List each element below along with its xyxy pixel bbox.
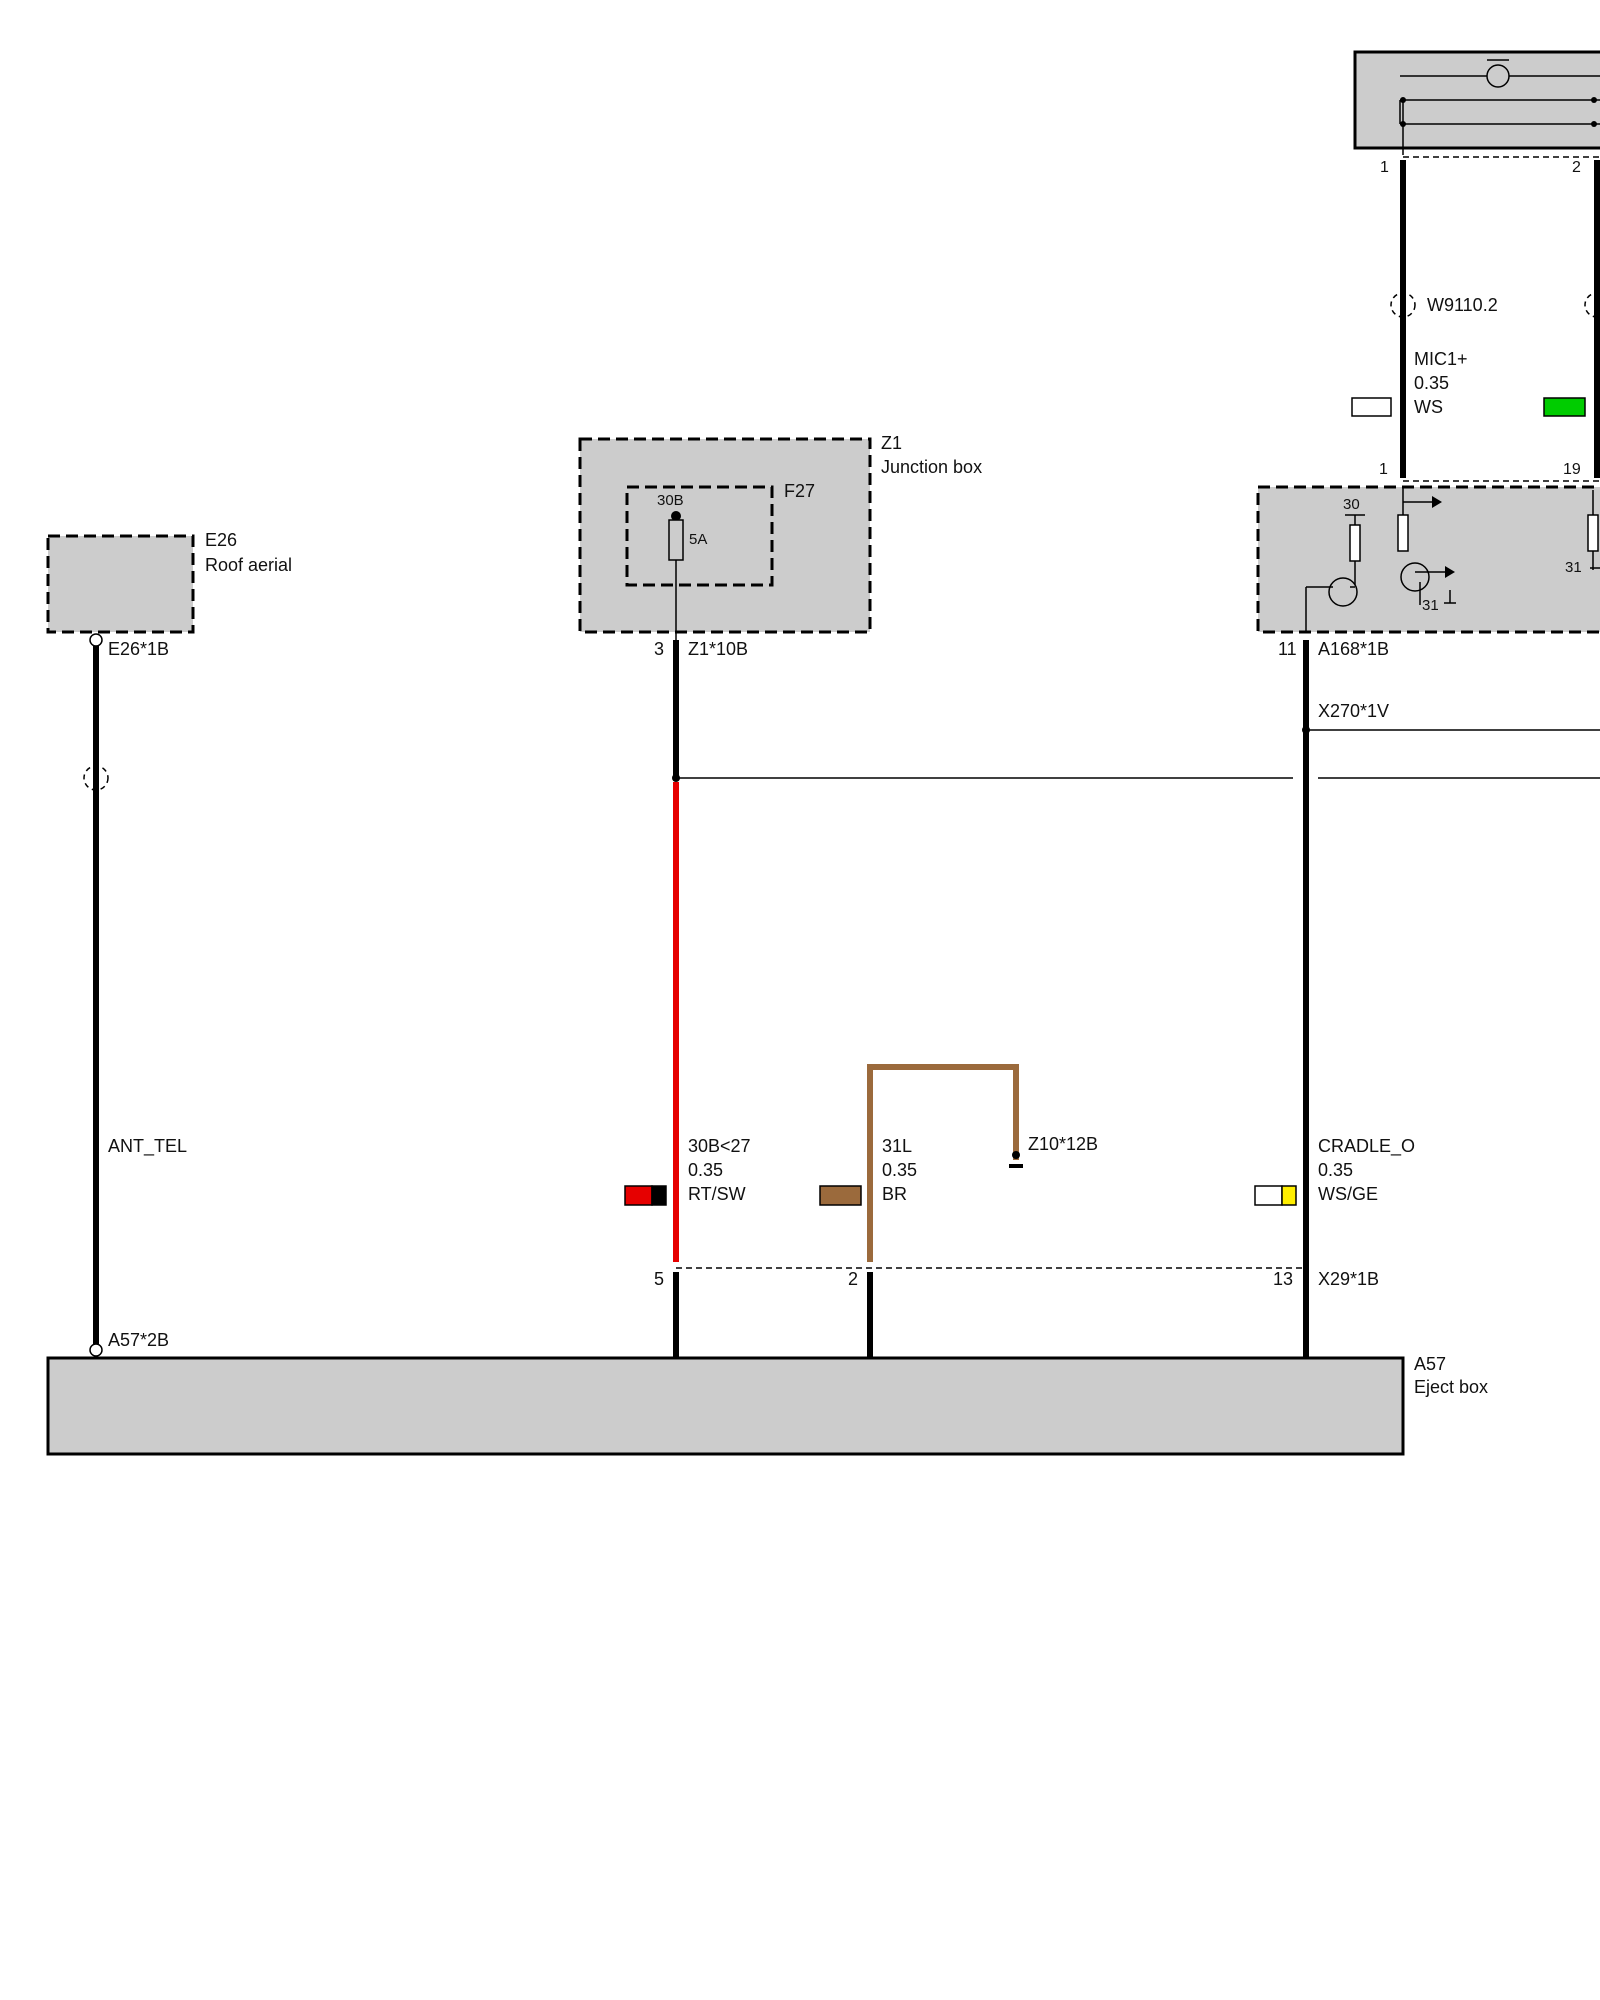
mic-return-color-swatch: [1543, 397, 1586, 417]
mic1-color-swatch: [1351, 397, 1392, 417]
junction-box-id: Z1: [881, 433, 902, 453]
roof-aerial-name: Roof aerial: [205, 555, 292, 575]
ground-wire-size: 0.35: [882, 1160, 917, 1180]
eject-box-name: Eject box: [1414, 1377, 1488, 1397]
eject-box-antenna-terminal: [89, 1343, 103, 1357]
a168-pin: A168*1B: [1318, 639, 1389, 659]
junction-box: [578, 437, 872, 634]
a168-pin-no: 11: [1278, 639, 1297, 659]
a168-terminal-30: 30: [1343, 496, 1360, 513]
fuse-wire-size: 0.35: [688, 1160, 723, 1180]
ground-wire-name: 31L: [882, 1136, 912, 1156]
x29-pin-2: 2: [848, 1269, 858, 1289]
eject-box-antenna-pin: A57*2B: [108, 1330, 169, 1350]
mic-harness-label: W9110.2: [1427, 295, 1498, 315]
cradle-wire-color: WS/GE: [1318, 1184, 1378, 1204]
ground-point: [1012, 1151, 1020, 1159]
junction-box-pin: Z1*10B: [688, 639, 748, 659]
x29-connector-label: X29*1B: [1318, 1269, 1379, 1289]
eject-box-id: A57: [1414, 1354, 1446, 1374]
fuse-wire-color: RT/SW: [688, 1184, 746, 1204]
fuse-wire-swatch-red: [624, 1185, 653, 1206]
microphone-component: [1353, 50, 1600, 155]
upper-connector-pin-1: 1: [1379, 461, 1388, 478]
roof-aerial-pin: E26*1B: [108, 639, 169, 659]
a168-terminal-31b: 31: [1565, 559, 1582, 576]
eject-box: [46, 1356, 1405, 1456]
roof-aerial-box: [46, 534, 195, 634]
mic-pin-1: 1: [1380, 159, 1389, 176]
control-module-a168: [1256, 485, 1600, 634]
mic1-wire-color: WS: [1414, 397, 1443, 417]
cradle-wire-swatch-white: [1254, 1185, 1283, 1206]
fuse-wire-swatch-black: [651, 1185, 667, 1206]
roof-aerial-id: E26: [205, 530, 237, 550]
ground-point-label: Z10*12B: [1028, 1134, 1098, 1154]
fuse-f27-terminal: 30B: [657, 492, 684, 509]
x29-pin-5: 5: [654, 1269, 664, 1289]
mic-pin-2: 2: [1572, 159, 1581, 176]
cradle-wire-name: CRADLE_O: [1318, 1136, 1415, 1157]
fuse-f27-box: [625, 485, 774, 587]
shield-icon: [83, 765, 109, 791]
roof-aerial-terminal: [89, 633, 103, 647]
fuse-icon: [668, 519, 684, 561]
a168-terminal-31a: 31: [1422, 597, 1439, 614]
mic1-wire-size: 0.35: [1414, 373, 1449, 393]
cradle-wire-size: 0.35: [1318, 1160, 1353, 1180]
fuse-wire-name: 30B<27: [688, 1136, 751, 1156]
x29-pin-13: 13: [1273, 1269, 1293, 1289]
splice-label: X270*1V: [1318, 701, 1389, 721]
ground-wire: [867, 1064, 1019, 1262]
fuse-f27-rating: 5A: [689, 531, 707, 548]
junction-box-name: Junction box: [881, 457, 982, 477]
mic1-wire-name: MIC1+: [1414, 349, 1468, 369]
shield-icon: [1390, 292, 1416, 318]
shield-icon: [1584, 292, 1600, 318]
junction-box-pin-no: 3: [654, 639, 664, 659]
upper-connector-pin-19: 19: [1563, 461, 1581, 478]
ground-wire-swatch: [819, 1185, 862, 1206]
ground-wire-color: BR: [882, 1184, 907, 1204]
antenna-wire-name: ANT_TEL: [108, 1136, 187, 1157]
fuse-f27-id: F27: [784, 481, 815, 501]
cradle-wire-swatch-yellow: [1281, 1185, 1297, 1206]
